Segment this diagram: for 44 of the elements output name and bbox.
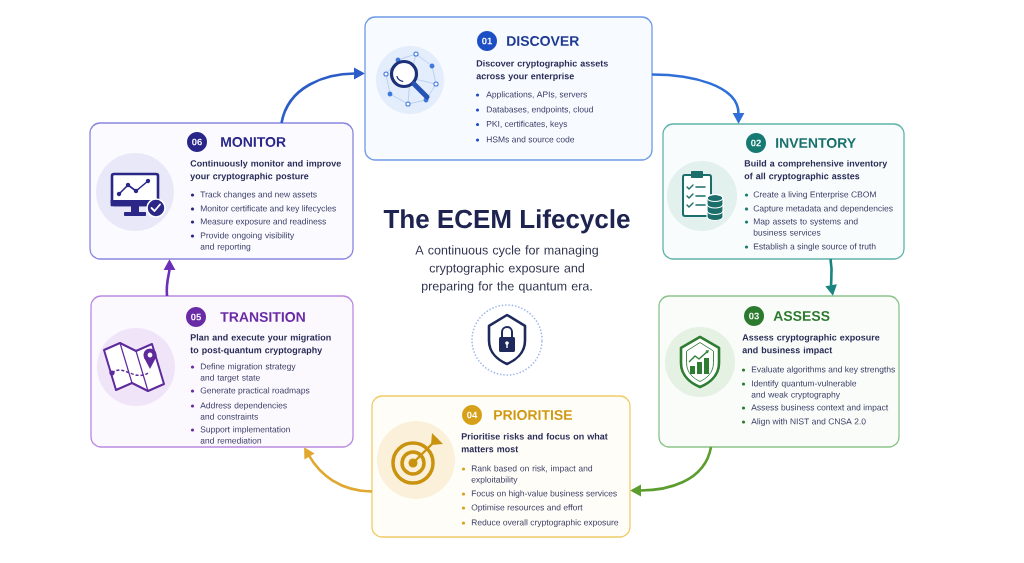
step-description: Prioritise risks and focus on what matters most	[461, 432, 608, 453]
list-item: Optimise resources and effort	[471, 504, 583, 513]
step-heading: PRIORITISE	[494, 410, 572, 420]
list-item: Evaluate algorithms and key strengths	[751, 366, 895, 375]
list-item: Assess business context and impact	[751, 404, 889, 413]
list-item: Align with NIST and CNSA 2.0	[751, 418, 866, 427]
step-description: Discover cryptographic assets across your enterprise	[476, 59, 608, 82]
step-description: Build a comprehensive inventory of all cryptographic asstes	[744, 159, 888, 182]
number-badge: 01	[477, 31, 497, 51]
list-item: Provide ongoing visibility and reporting	[200, 232, 295, 252]
number-badge: 05	[186, 307, 206, 327]
list-item: HSMs and source code	[486, 136, 575, 143]
list-item: Rank based on risk, impact and exploitability	[471, 465, 593, 485]
list-item: Monitor certificate and key lifecycles	[200, 205, 336, 214]
number-badge: 04	[462, 405, 482, 425]
list-item: Reduce overall cryptographic exposure	[471, 519, 619, 528]
list-item: Define migration strategy and target state	[200, 363, 296, 383]
step-description: Continuously monitor and improve your cryptographic posture	[190, 159, 341, 182]
step-heading: DISCOVER	[507, 36, 580, 46]
subtitle: A continuous cycle for managing cryptographic exposure and preparing for the quantum era.	[415, 245, 598, 293]
list-item: Establish a single source of truth	[753, 243, 876, 252]
number-badge: 03	[744, 306, 764, 326]
list-item: Applications, APIs, servers	[486, 91, 587, 100]
number-badge: 02	[746, 133, 766, 153]
step-description: Plan and execute your migration to post-quantum cryptography	[190, 333, 331, 356]
list-item: Capture metadata and dependencies	[753, 205, 893, 214]
list-item: Create a living Enterprise CBOM	[753, 191, 876, 200]
list-item: Track changes and new assets	[200, 191, 317, 200]
list-item: Databases, endpoints, cloud	[486, 106, 593, 115]
title: The ECEM Lifecycle	[383, 209, 630, 234]
step-heading: ASSESS	[773, 311, 830, 321]
list-item: Generate practical roadmaps	[200, 387, 310, 396]
step-heading: INVENTORY	[776, 138, 856, 148]
number-badge: 06	[187, 132, 207, 152]
step-description: Assess cryptographic exposure and business impact	[742, 333, 880, 356]
list-item: Measure exposure and readiness	[200, 218, 326, 227]
list-item: Focus on high-value business services	[471, 490, 617, 499]
step-heading: TRANSITION	[220, 312, 305, 322]
list-item: Identify quantum-vulnerable and weak cryptography	[751, 380, 857, 400]
step-heading: MONITOR	[221, 137, 286, 147]
list-item: Support implementation and remediation	[200, 426, 290, 444]
list-item: Address dependencies and constraints	[200, 402, 287, 420]
list-item: PKI, certificates, keys	[486, 120, 568, 129]
list-item: Map assets to systems and business services	[753, 218, 858, 236]
